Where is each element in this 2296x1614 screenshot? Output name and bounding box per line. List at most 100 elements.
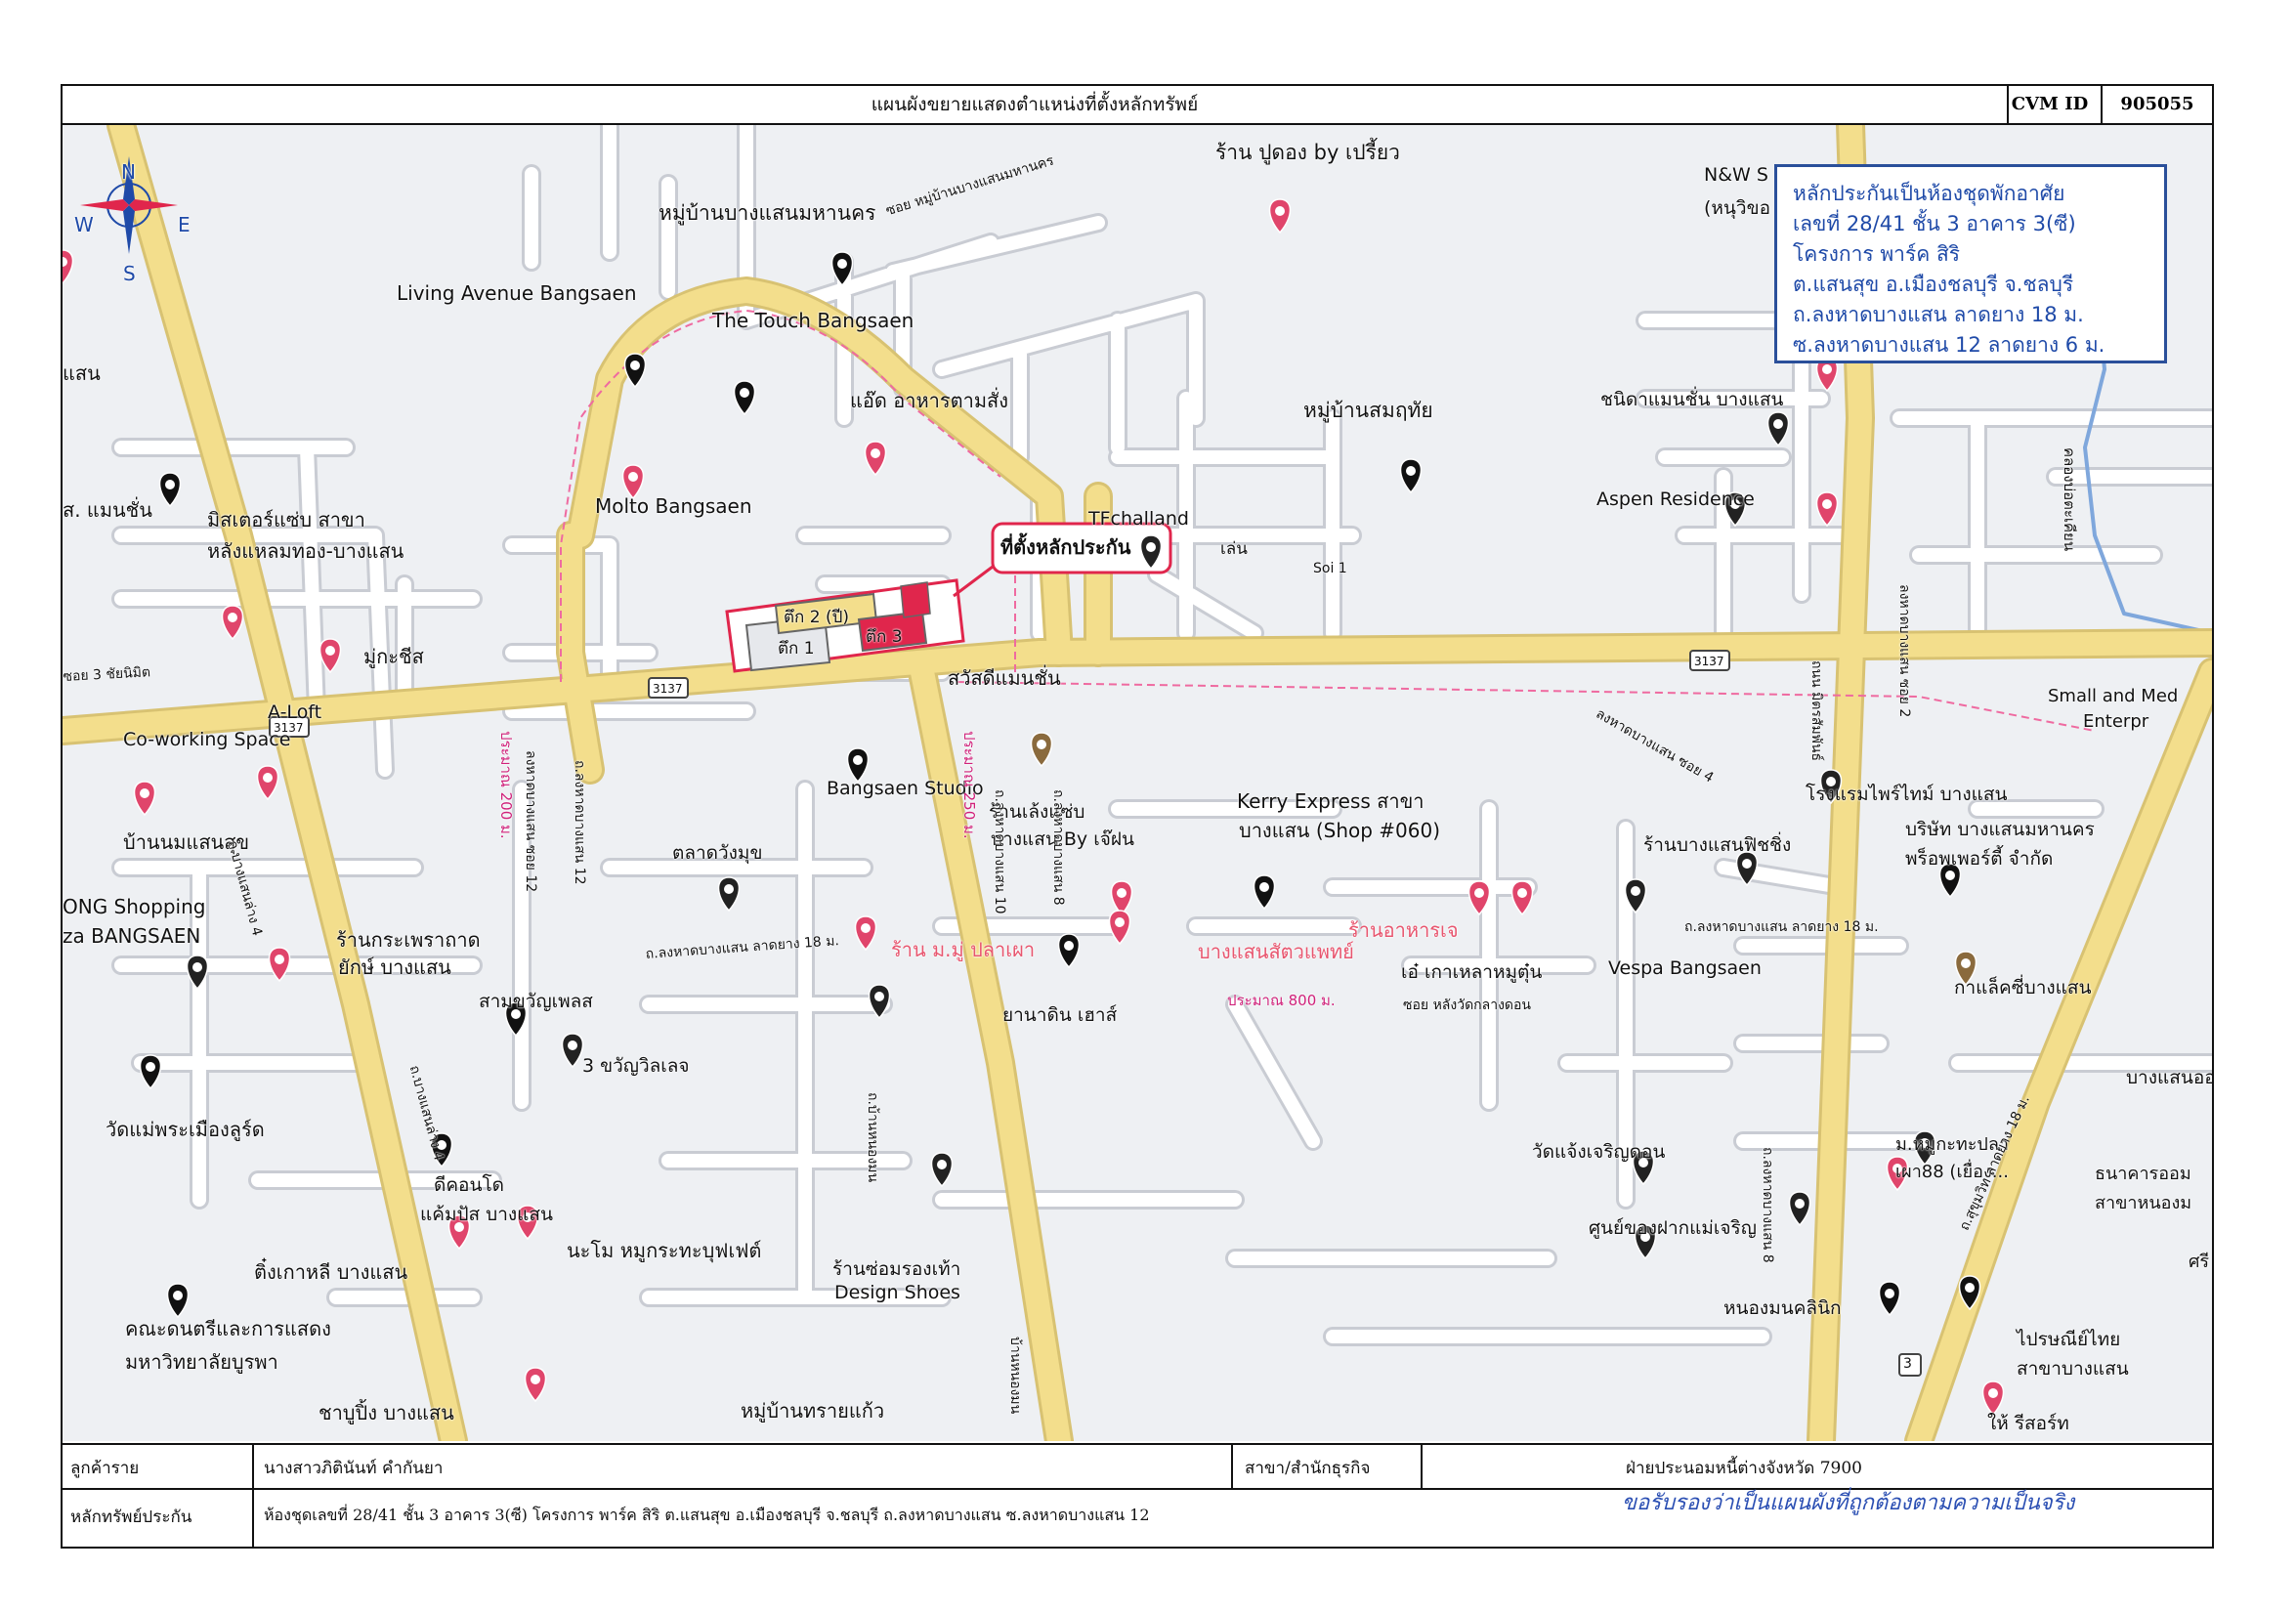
location-pin-icon[interactable] bbox=[733, 380, 756, 416]
map-label-p35: ยานาดิน เฮาส์ bbox=[1002, 1004, 1118, 1026]
shop-pin-icon[interactable] bbox=[868, 984, 891, 1020]
map-label-p60: วัดแจ้งเจริญดอน bbox=[1532, 1141, 1666, 1163]
map-label-p26: za BANGSAEN bbox=[63, 924, 201, 948]
shop-pin-icon[interactable] bbox=[1766, 411, 1790, 447]
map-label-p51: Aspen Residence bbox=[1596, 488, 1755, 510]
restaurant-pin-icon[interactable] bbox=[516, 1205, 539, 1241]
map-label-r3137d: 3137 bbox=[1694, 655, 1724, 668]
restaurant-pin-icon[interactable] bbox=[1815, 491, 1839, 528]
restaurant-pin-icon[interactable] bbox=[1268, 198, 1292, 234]
shop-pin-icon[interactable] bbox=[186, 955, 209, 991]
shop-pin-icon[interactable] bbox=[1723, 491, 1747, 528]
restaurant-pin-icon[interactable] bbox=[447, 1214, 471, 1251]
location-pin-icon[interactable] bbox=[430, 1132, 453, 1168]
handwritten-certification: ขอรับรองว่าเป็นแผนผังที่ถูกต้องตามความเป… bbox=[1622, 1491, 2075, 1515]
restaurant-pin-icon[interactable] bbox=[621, 464, 645, 500]
restaurant-pin-icon[interactable] bbox=[133, 781, 156, 817]
location-pin-icon[interactable] bbox=[623, 353, 647, 389]
map-label-p34: สามขวัญเพลส bbox=[479, 991, 593, 1012]
shop-pin-icon[interactable] bbox=[930, 1152, 954, 1188]
map-label-p12: ส. แมนชั่น bbox=[63, 498, 152, 522]
minor-roads bbox=[111, 125, 2212, 1346]
restaurant-pin-icon[interactable] bbox=[1510, 880, 1534, 916]
map-label-e: E bbox=[178, 213, 191, 236]
restaurant-pin-icon[interactable] bbox=[63, 249, 74, 285]
debtor-value: นางสาวภิตินันท์ คำกันยา bbox=[264, 1459, 444, 1478]
branch-value: ฝ่ายประนอมหนี้ต่างจังหวัด 7900 bbox=[1626, 1459, 1862, 1478]
restaurant-pin-icon[interactable] bbox=[221, 605, 244, 641]
map-label-p14: มู่กะชีส bbox=[363, 645, 424, 668]
shop-pin-icon[interactable] bbox=[561, 1033, 584, 1069]
map-label-p27: ร้านกระเพราถาด bbox=[336, 928, 481, 952]
restaurant-pin-icon[interactable] bbox=[524, 1367, 547, 1403]
location-pin-icon[interactable] bbox=[158, 472, 182, 508]
collateral-value: ห้องชุดเลขที่ 28/41 ชั้น 3 อาคาร 3(ซี) โ… bbox=[264, 1506, 1150, 1524]
map-label-soi1: Soi 1 bbox=[1313, 561, 1347, 576]
map-label-khlong: คลองบ่อตะเคียน bbox=[2061, 447, 2078, 552]
shop-pin-icon[interactable] bbox=[1913, 1130, 1936, 1167]
restaurant-pin-icon[interactable] bbox=[864, 441, 887, 477]
map-label-p57: พร็อพเพอร์ตี้ จำกัด bbox=[1905, 848, 2054, 870]
collateral-line-1: หลักประกันเป็นห้องชุดพักอาศัย bbox=[1793, 182, 2065, 205]
restaurant-pin-icon[interactable] bbox=[268, 947, 291, 983]
map-label-p20: ตลาดวังมุข bbox=[672, 842, 763, 864]
shop-pin-icon[interactable] bbox=[1624, 878, 1647, 914]
map-label-p63: ธนาคารออม bbox=[2095, 1164, 2191, 1184]
map-label-ban-nong-mon: บ้านหนองมน bbox=[1007, 1337, 1023, 1415]
restaurant-pin-icon[interactable] bbox=[1108, 910, 1131, 946]
restaurant-pin-icon[interactable] bbox=[1886, 1156, 1909, 1192]
shop-pin-icon[interactable] bbox=[1819, 769, 1843, 805]
restaurant-pin-icon[interactable] bbox=[1110, 880, 1133, 916]
shop-pin-icon[interactable] bbox=[1139, 534, 1163, 571]
footer-divider bbox=[1231, 1445, 1233, 1488]
map-pins bbox=[63, 198, 2005, 1417]
header-bar: แผนผังขยายแสดงตำแหน่งที่ตั้งหลักทรัพย์ C… bbox=[63, 86, 2212, 151]
map-label-p40: ร้านซ่อมรองเท้า bbox=[832, 1258, 961, 1280]
location-pin-icon[interactable] bbox=[1030, 732, 1053, 768]
shop-pin-icon[interactable] bbox=[1634, 1224, 1657, 1260]
collateral-label: หลักทรัพย์ประกัน bbox=[70, 1508, 192, 1527]
restaurant-pin-icon[interactable] bbox=[1981, 1380, 2005, 1417]
location-pin-icon[interactable] bbox=[830, 251, 854, 287]
footer-divider bbox=[1421, 1445, 1423, 1488]
location-pin-icon[interactable] bbox=[1958, 1275, 1981, 1311]
map-label-r3137b: 3137 bbox=[653, 682, 683, 696]
map-label-p61: ม.หมูกะทะปลา bbox=[1895, 1134, 2009, 1155]
location-pin-icon[interactable] bbox=[1399, 458, 1423, 494]
shop-pin-icon[interactable] bbox=[1788, 1191, 1811, 1227]
map-label-p46: ชาบูปิ้ง บางแสน bbox=[319, 1401, 454, 1424]
map-label-soi2: ลงหาดบางแสน ซอย 2 bbox=[1896, 584, 1912, 718]
map-label-p25: ONG Shopping bbox=[63, 895, 206, 918]
location-pin-icon[interactable] bbox=[1057, 933, 1081, 969]
shop-pin-icon[interactable] bbox=[717, 876, 741, 913]
location-pin-icon[interactable] bbox=[139, 1054, 162, 1090]
location-pin-icon[interactable] bbox=[846, 747, 870, 784]
map-label-p55: ร้านบางแสนฟิชชิ่ง bbox=[1643, 834, 1792, 856]
map-label-p43: นะโม หมูกระทะบุฟเฟต์ bbox=[567, 1239, 762, 1262]
page-title: แผนผังขยายแสดงตำแหน่งที่ตั้งหลักทรัพย์ bbox=[871, 94, 1199, 115]
map-label-p10: มิสเตอร์แซ่บ สาขา bbox=[207, 508, 365, 531]
location-pin-icon[interactable] bbox=[504, 1001, 528, 1038]
map-label-p29: ร้าน ม.มู่ ปลาเผา bbox=[891, 938, 1036, 961]
location-pin-icon[interactable] bbox=[166, 1283, 190, 1319]
map-label-p59: บางแสนออดิ bbox=[2126, 1067, 2212, 1088]
restaurant-pin-icon[interactable] bbox=[319, 638, 342, 674]
restaurant-pin-icon[interactable] bbox=[1467, 880, 1491, 916]
map-sheet: แผนผังขยายแสดงตำแหน่งที่ตั้งหลักทรัพย์ C… bbox=[61, 84, 2214, 1549]
shop-pin-icon[interactable] bbox=[1735, 851, 1759, 887]
route-shields bbox=[269, 650, 1922, 1377]
restaurant-pin-icon[interactable] bbox=[256, 765, 279, 801]
location-pin-icon[interactable] bbox=[1938, 863, 1962, 899]
map-label-main-road-right: ถ.ลงหาดบางแสน ลาดยาง 18 ม. bbox=[1684, 919, 1879, 935]
map-label-p13: แสน bbox=[63, 361, 101, 385]
restaurant-pin-icon[interactable] bbox=[854, 915, 877, 952]
location-pin-icon[interactable] bbox=[1253, 874, 1276, 911]
shop-pin-icon[interactable] bbox=[1632, 1150, 1655, 1186]
location-pin-icon[interactable] bbox=[1954, 951, 1977, 987]
collateral-line-3: โครงการ พาร์ค สิริ bbox=[1793, 242, 1961, 266]
map-label-building-1: ตึก 1 bbox=[778, 639, 815, 658]
map-label-building-2: ตึก 2 (ปี) bbox=[784, 608, 850, 627]
location-pin-icon[interactable] bbox=[1878, 1281, 1901, 1317]
map-label-building-3: ตึก 3 bbox=[866, 627, 903, 647]
